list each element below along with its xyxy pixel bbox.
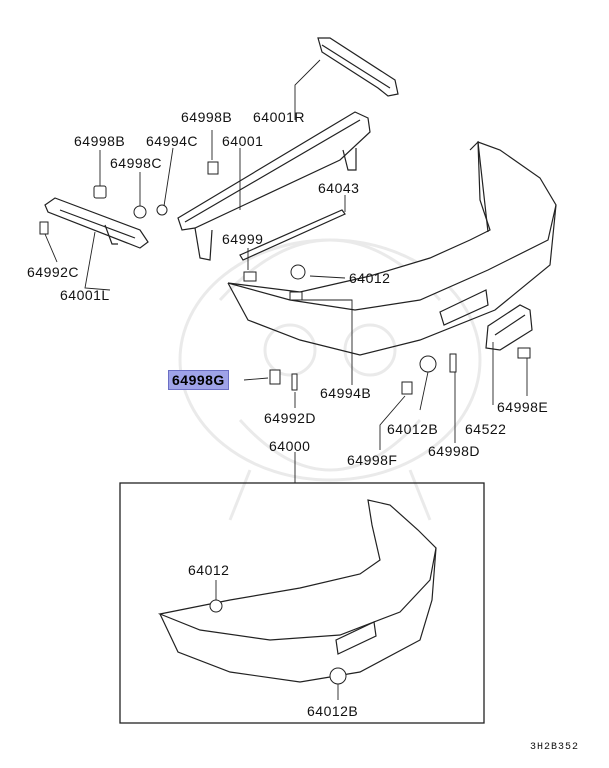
clip-64012-box[interactable] (209, 599, 223, 613)
label-64998b-left: 64998B (74, 133, 126, 149)
label-64000: 64000 (269, 438, 311, 454)
label-64001l: 64001L (60, 287, 110, 303)
label-64998c: 64998C (110, 155, 163, 171)
side-bracket-64522[interactable] (485, 304, 533, 351)
label-64012-mid: 64012 (349, 270, 391, 286)
screw-64992c[interactable] (39, 221, 49, 235)
bolt-64998g[interactable] (269, 369, 281, 385)
bumper-reinforcement-64001[interactable] (177, 111, 371, 261)
side-bracket-64001l[interactable] (44, 197, 149, 249)
clip-64994c[interactable] (156, 204, 168, 216)
label-64001r: 64001R (253, 109, 306, 125)
screw-64998d[interactable] (449, 353, 457, 373)
bolt-64998e[interactable] (517, 347, 531, 359)
label-64998e: 64998E (497, 399, 549, 415)
assembly-box (119, 482, 485, 724)
label-64522: 64522 (465, 421, 507, 437)
clip-64012b-mid[interactable] (419, 355, 437, 373)
label-64994c: 64994C (146, 133, 199, 149)
clip-64012[interactable] (290, 264, 306, 280)
diagram-code: 3H2B352 (530, 742, 580, 753)
label-64998g-highlighted[interactable]: 64998G (168, 370, 229, 390)
moulding-strip-64043[interactable] (239, 209, 346, 261)
bolt-64998b-top[interactable] (207, 161, 219, 175)
label-64012b-box: 64012B (307, 703, 359, 719)
bolt-64998f[interactable] (401, 381, 413, 395)
label-64992c: 64992C (27, 264, 80, 280)
clip-64998b-left[interactable] (93, 185, 107, 199)
label-64999: 64999 (222, 231, 264, 247)
label-64998d: 64998D (428, 443, 481, 459)
leader-lines (44, 59, 528, 700)
label-64998f: 64998F (347, 452, 398, 468)
label-64998b-top: 64998B (181, 109, 233, 125)
label-64043: 64043 (318, 180, 360, 196)
label-64992d: 64992D (264, 410, 317, 426)
clip-64994b[interactable] (289, 291, 303, 301)
label-64001: 64001 (222, 133, 264, 149)
label-64994b: 64994B (320, 385, 372, 401)
bumper-cover-assembly-64000[interactable] (157, 499, 437, 683)
clip-64999[interactable] (243, 271, 257, 282)
label-64012b-mid: 64012B (387, 421, 439, 437)
rear-bumper-cover[interactable] (227, 140, 557, 356)
label-64012-box: 64012 (188, 562, 230, 578)
clip-64012b-box[interactable] (329, 667, 347, 685)
screw-64992d[interactable] (291, 373, 298, 391)
clip-64998c[interactable] (133, 205, 147, 219)
upper-bracket-64001r[interactable] (317, 37, 399, 97)
